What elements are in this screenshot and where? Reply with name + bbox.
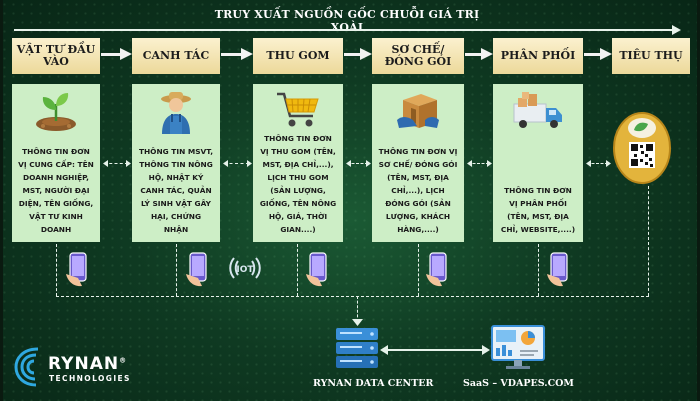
stage-box-collection: THÔNG TIN ĐƠN VỊ THU GOM (TÊN, MST, ĐỊA … xyxy=(253,84,343,242)
title-arrow-line xyxy=(14,29,678,31)
header-connector-arrow xyxy=(241,48,253,60)
package-box-icon xyxy=(397,94,439,128)
diagram-title: TRUY XUẤT NGUỒN GỐC CHUỖI GIÁ TRỊ XOÀI xyxy=(214,8,480,34)
stage-box-inputs: THÔNG TIN ĐƠN VỊ CUNG CẤP: TÊN DOANH NGH… xyxy=(12,84,100,242)
stage-header-cultivation: CANH TÁC xyxy=(132,38,220,74)
smartphone-scan-icon xyxy=(186,252,207,287)
data-bus-dashed xyxy=(56,296,649,297)
smartphone-scan-icon xyxy=(426,252,447,287)
stage-info-cultivation: THÔNG TIN MSVT, THÔNG TIN NÔNG HỘ, NHẬT … xyxy=(138,147,214,234)
farmer-icon xyxy=(161,92,191,134)
header-connector-line xyxy=(465,53,482,56)
qr-label-icon xyxy=(613,112,671,184)
header-connector-arrow xyxy=(120,48,132,60)
smartphone-scan-icon xyxy=(66,252,87,287)
header-connector-arrow xyxy=(360,48,372,60)
smartphone-scan-icon xyxy=(306,252,327,287)
iot-sensor-icon: IOT xyxy=(229,257,261,279)
brand-registered-mark: ® xyxy=(119,356,128,365)
brand-name: RYNAN® xyxy=(48,354,127,374)
data-link-vertical xyxy=(297,244,298,296)
header-connector-line xyxy=(221,53,242,56)
stage-header-collection: THU GOM xyxy=(253,38,343,74)
data-link-dashed xyxy=(104,163,128,164)
data-link-dashed xyxy=(587,163,608,164)
stage-info-distribution: THÔNG TIN ĐƠN VỊ PHÂN PHỐI (TÊN, MST, ĐỊ… xyxy=(500,186,576,234)
iot-label: IOT xyxy=(236,265,254,275)
header-connector-arrow xyxy=(481,48,493,60)
data-bus-arrowhead xyxy=(352,319,363,326)
data-center-link xyxy=(386,349,484,351)
dashboard-monitor-icon xyxy=(491,325,545,369)
header-connector-line xyxy=(344,53,361,56)
data-link-vertical xyxy=(418,244,419,296)
shopping-cart-icon xyxy=(277,92,319,127)
header-connector-arrow xyxy=(600,48,612,60)
stage-info-inputs: THÔNG TIN ĐƠN VỊ CUNG CẤP: TÊN DOANH NGH… xyxy=(18,147,94,234)
left-frame-edge xyxy=(0,0,3,401)
data-link-vertical xyxy=(56,244,57,296)
seedling-icon xyxy=(36,93,76,131)
data-link-dashed xyxy=(224,163,249,164)
data-center-link-arrows xyxy=(380,345,490,355)
header-connector-line xyxy=(584,53,601,56)
stage-box-processing: THÔNG TIN ĐƠN VỊ SƠ CHẾ/ ĐÓNG GÓI (TÊN, … xyxy=(372,84,464,242)
data-link-vertical xyxy=(538,244,539,296)
right-frame-edge xyxy=(697,0,700,401)
title-arrow-head xyxy=(672,25,681,35)
data-bus-drop xyxy=(357,296,358,322)
brand-text: RYNAN xyxy=(48,354,120,374)
stage-header-distribution: PHÂN PHỐI xyxy=(493,38,583,74)
brand-tagline: TECHNOLOGIES xyxy=(49,374,131,383)
data-link-dashed xyxy=(347,163,368,164)
stage-header-processing: SƠ CHẾ/ ĐÓNG GÓI xyxy=(372,38,464,74)
data-link-vertical xyxy=(176,244,177,296)
data-link-dashed xyxy=(468,163,489,164)
dashed-arrowheads xyxy=(103,160,611,167)
saas-label: SaaS – VDAPES.COM xyxy=(463,378,574,389)
data-link-vertical xyxy=(648,186,649,296)
rynan-logo-icon xyxy=(14,347,39,387)
stage-info-collection: THÔNG TIN ĐƠN VỊ THU GOM (TÊN, MST, ĐỊA … xyxy=(259,134,337,234)
stage-header-inputs: VẬT TƯ ĐẦU VÀO xyxy=(12,38,100,74)
header-connector-line xyxy=(101,53,121,56)
delivery-truck-icon xyxy=(513,92,562,128)
stage-info-processing: THÔNG TIN ĐƠN VỊ SƠ CHẾ/ ĐÓNG GÓI (TÊN, … xyxy=(378,147,458,234)
stage-box-cultivation: THÔNG TIN MSVT, THÔNG TIN NÔNG HỘ, NHẬT … xyxy=(132,84,220,242)
data-center-label: RYNAN DATA CENTER xyxy=(313,378,434,389)
smartphone-scan-icon xyxy=(547,252,568,287)
server-rack-icon xyxy=(336,328,378,368)
stage-box-distribution: THÔNG TIN ĐƠN VỊ PHÂN PHỐI (TÊN, MST, ĐỊ… xyxy=(493,84,583,242)
stage-header-consumption: TIÊU THỤ xyxy=(612,38,690,74)
